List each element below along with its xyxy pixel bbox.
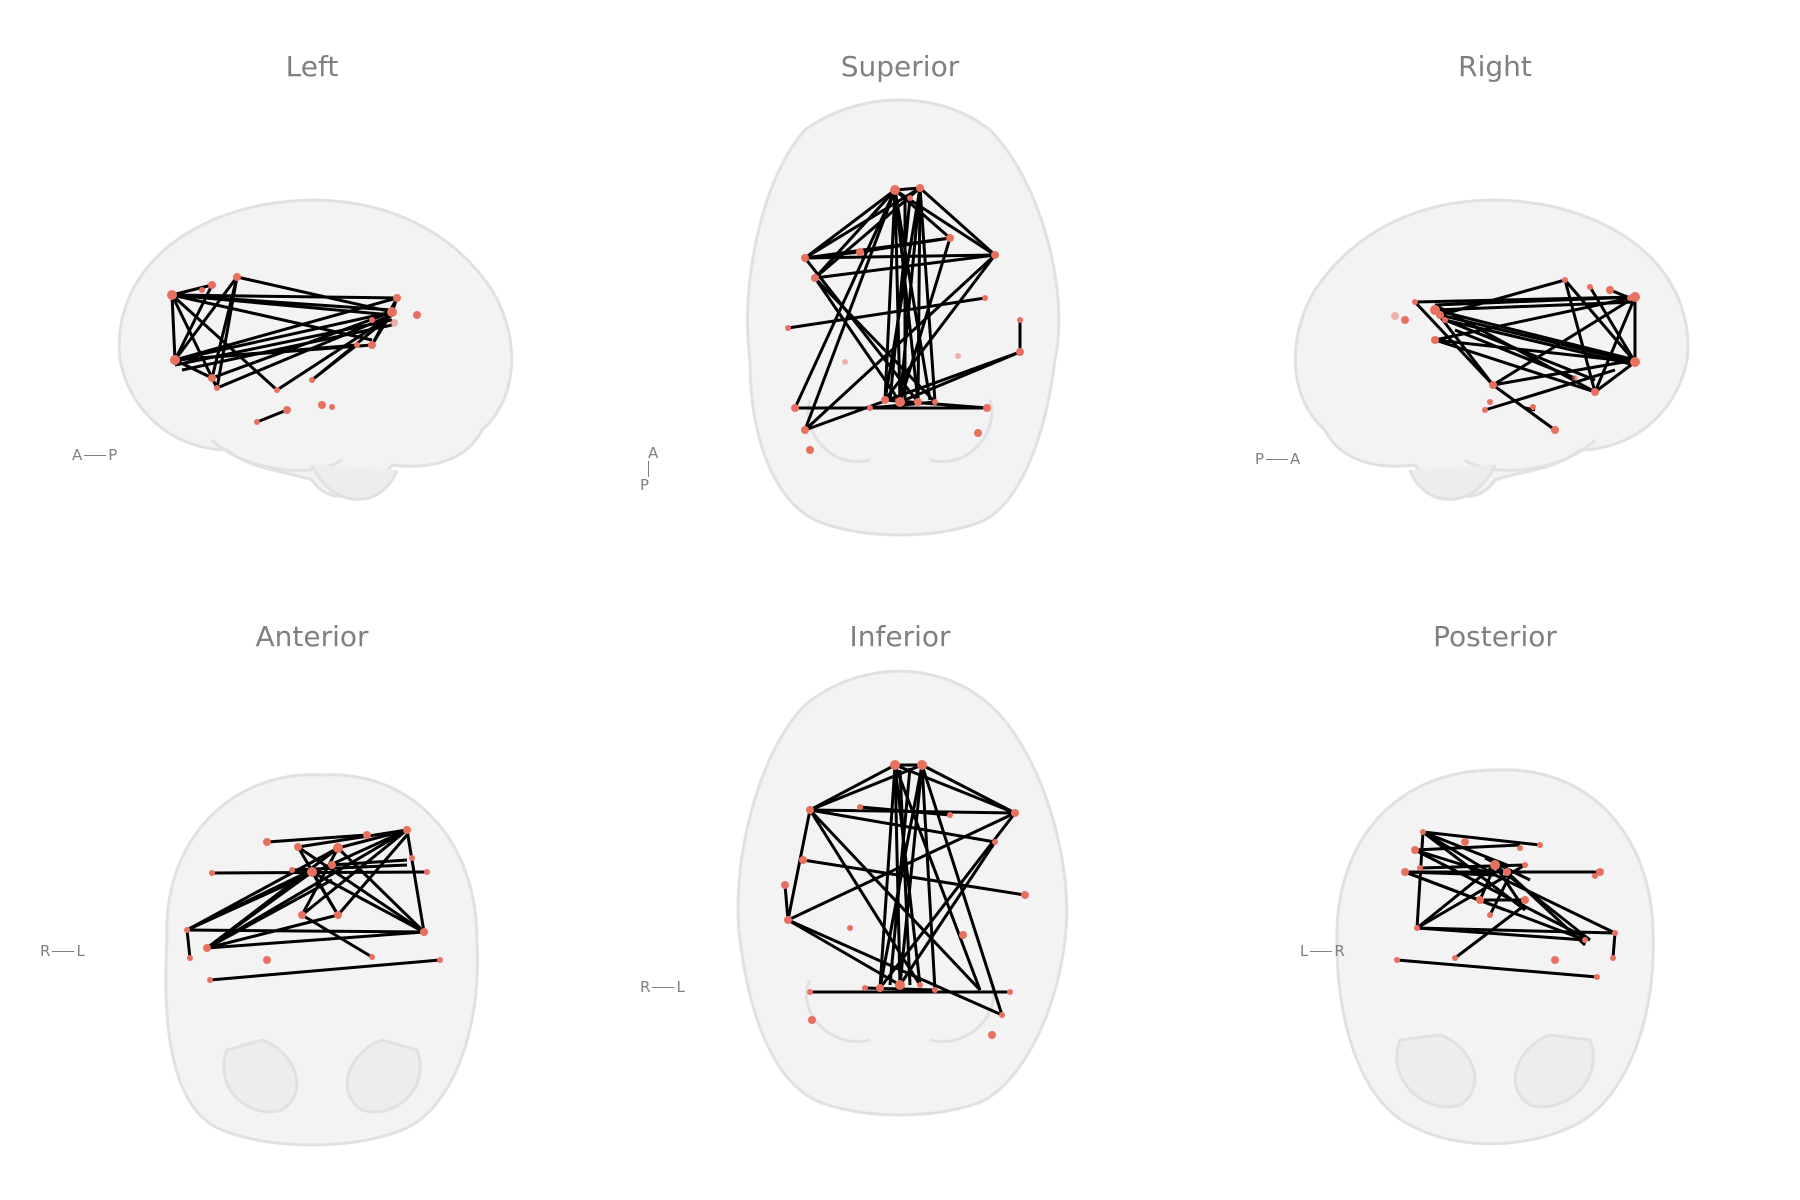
network-nodes: [785, 184, 1024, 454]
brain-outline: [736, 669, 1069, 1117]
network-nodes: [167, 273, 421, 425]
brain-network-anterior: [164, 773, 480, 1147]
panel-right: Right: [1195, 40, 1795, 620]
network-edges: [783, 763, 1026, 1017]
network-edges: [185, 828, 441, 982]
orientation-start: R: [640, 978, 651, 996]
orientation-end: P: [108, 446, 118, 464]
orientation-start: L: [1300, 942, 1309, 960]
panel-anterior: Anterior: [12, 610, 612, 1190]
orientation-start: R: [40, 942, 51, 960]
panel-title: Right: [1458, 50, 1532, 83]
brain-outline: [1335, 768, 1655, 1146]
orientation-end: L: [76, 942, 85, 960]
brain-outline: [746, 98, 1061, 537]
panel-inferior: Inferior: [600, 610, 1200, 1190]
panel-title: Superior: [840, 50, 960, 83]
panel-title: Anterior: [255, 620, 369, 653]
vertical-arrow-icon: [648, 461, 649, 477]
double-arrow-icon: [1264, 454, 1290, 466]
panel-superior: Superior: [600, 40, 1200, 620]
network-edges: [787, 186, 1022, 432]
double-arrow-icon: [1308, 946, 1334, 958]
brain-network-left: [117, 198, 514, 501]
orientation-end: A: [1290, 450, 1301, 468]
panel-title: Posterior: [1433, 620, 1557, 653]
panel-title: Inferior: [849, 620, 951, 653]
orientation-end: P: [640, 476, 650, 494]
panel-title: Left: [285, 50, 339, 83]
network-nodes: [184, 826, 443, 983]
arrow-icon: [50, 946, 76, 958]
arrow-icon: [650, 982, 676, 994]
network-edges: [170, 275, 399, 424]
brain-network-posterior: [1335, 768, 1655, 1146]
orientation-start: P: [1255, 450, 1265, 468]
brain-outline: [164, 773, 480, 1147]
orientation-end: L: [676, 978, 685, 996]
panel-left: Left: [12, 40, 612, 620]
brain-network-right: [1293, 198, 1690, 501]
network-nodes: [1391, 277, 1640, 434]
network-nodes: [781, 760, 1029, 1039]
orientation-start: A: [72, 446, 83, 464]
orientation-end: R: [1334, 942, 1345, 960]
brain-outline: [1293, 198, 1690, 501]
network-nodes: [1394, 829, 1618, 980]
network-edges: [1413, 278, 1637, 432]
panel-posterior: Posterior: [1195, 610, 1795, 1190]
brain-network-superior: [746, 98, 1061, 537]
brain-network-inferior: [736, 669, 1069, 1117]
double-arrow-icon: [82, 450, 108, 462]
orientation-start: A: [648, 444, 659, 462]
orientation-indicator: A P: [640, 445, 658, 493]
